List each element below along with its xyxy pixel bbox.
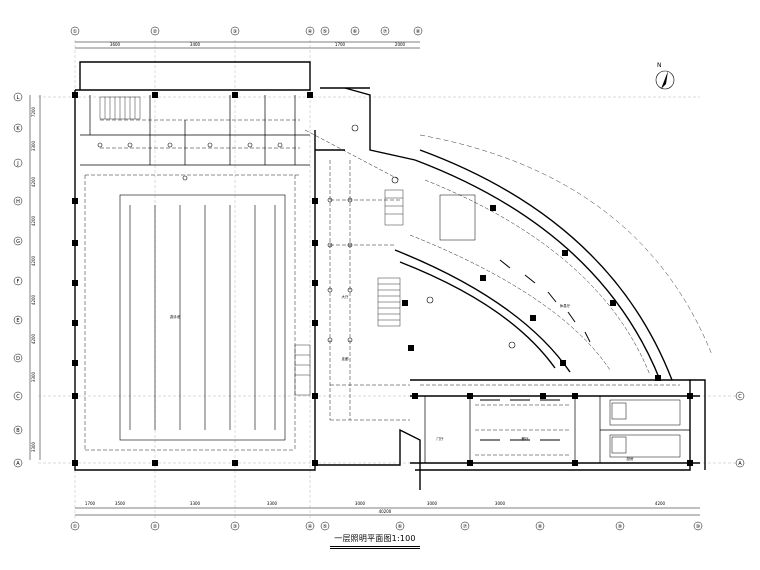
dim-left-4: 4200 [31,215,36,226]
axis-bottom-7: ⑦ [463,524,468,530]
dim-bottom-2: 3500 [115,501,126,506]
dim-left-5: 4200 [31,255,36,266]
axis-bottom-10: ⑩ [696,524,701,530]
room-label-lobby: 门厅 [437,436,445,441]
axis-top-7: ⑦ [383,29,388,35]
room-label-pool: 游泳池 [170,314,181,319]
dim-bottom-total: 40200 [379,509,392,514]
dim-top-4: 2000 [395,42,406,47]
north-arrow-icon: N [655,62,675,90]
dim-top-3: 1700 [335,42,346,47]
axis-top-4: ④ [308,29,313,35]
dim-bottom-5: 3000 [355,501,366,506]
dim-bottom-4: 3300 [267,501,278,506]
room-label-dining: 餐厅 [522,436,530,441]
axis-left-F: F [17,279,20,285]
axis-left-B: B [16,428,20,434]
axis-top-5: ⑤ [323,29,327,35]
dim-left-3: 4200 [31,176,36,187]
axis-bottom-6: ⑥ [398,524,403,530]
dim-left-2: 3300 [31,140,36,151]
axis-right-C: C [738,394,742,400]
axis-left-H: H [16,199,20,205]
dim-top-1: 3600 [110,42,121,47]
axis-left-A: A [16,461,20,467]
title-underline [330,546,420,547]
dim-left-7: 4200 [31,333,36,344]
dim-left-6: 4200 [31,294,36,305]
room-label-kitchen: 厨房 [627,456,635,461]
axis-left-D: D [16,356,20,362]
north-label: N [657,62,662,69]
axis-right-A: A [738,461,742,467]
axis-bottom-4: ④ [308,524,313,530]
axis-bottom-5: ⑤ [323,524,327,530]
dim-left-8: 3300 [31,371,36,382]
dim-bottom-1: 1700 [85,501,96,506]
room-label-hall: 大厅 [342,294,350,299]
axis-bottom-3: ③ [233,524,237,530]
dim-bottom-8: 4200 [655,501,666,506]
axis-left-J: J [16,161,18,167]
drawing-title: 一层照明平面图1:100 [334,534,416,543]
title-underline-thin [330,548,420,549]
axis-top-3: ③ [233,29,237,35]
room-label-lounge: 休息厅 [560,303,571,308]
dim-left-9: 3300 [31,441,36,452]
dim-bottom-6: 3000 [427,501,438,506]
axis-left-C: C [16,394,20,400]
dim-top-2: 3400 [190,42,201,47]
axis-top-8: ⑧ [416,29,421,35]
axis-bottom-8: ⑧ [538,524,543,530]
axis-left-E: E [16,318,19,324]
axis-left-G: G [16,239,20,245]
axis-bottom-1: ① [73,524,78,530]
axis-top-6: ⑥ [353,29,358,35]
dim-left-1: 7200 [31,106,36,117]
dim-bottom-7: 3000 [495,501,506,506]
axis-left-K: K [16,126,20,132]
room-label-corridor: 走廊 [342,356,350,361]
dim-bottom-3: 3300 [190,501,201,506]
axis-top-2: ② [153,29,158,35]
axis-bottom-2: ② [153,524,158,530]
axis-top-1: ① [73,29,78,35]
axis-bottom-9: ⑨ [618,524,622,530]
axis-left-L: L [17,95,20,101]
